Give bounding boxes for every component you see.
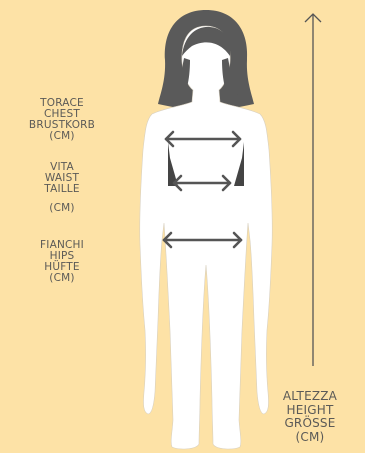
waist-label-de: TAILLE xyxy=(17,184,107,195)
chest-label: TORACE CHEST BRUSTKORB (CM) xyxy=(17,98,107,142)
height-measure-arrow xyxy=(305,14,321,366)
body-silhouette xyxy=(140,26,273,449)
waist-label-unit: (CM) xyxy=(17,203,107,214)
height-label-en: HEIGHT xyxy=(265,404,355,418)
hips-label-unit: (CM) xyxy=(17,273,107,284)
waist-label: VITA WAIST TAILLE (CM) xyxy=(17,162,107,214)
height-label-it: ALTEZZA xyxy=(265,390,355,404)
height-label: ALTEZZA HEIGHT GRÖSSE (CM) xyxy=(265,390,355,444)
chest-label-unit: (CM) xyxy=(17,131,107,142)
hips-label: FIANCHI HIPS HÜFTE (CM) xyxy=(17,240,107,284)
height-label-de: GRÖSSE xyxy=(265,417,355,431)
height-label-unit: (CM) xyxy=(265,431,355,445)
